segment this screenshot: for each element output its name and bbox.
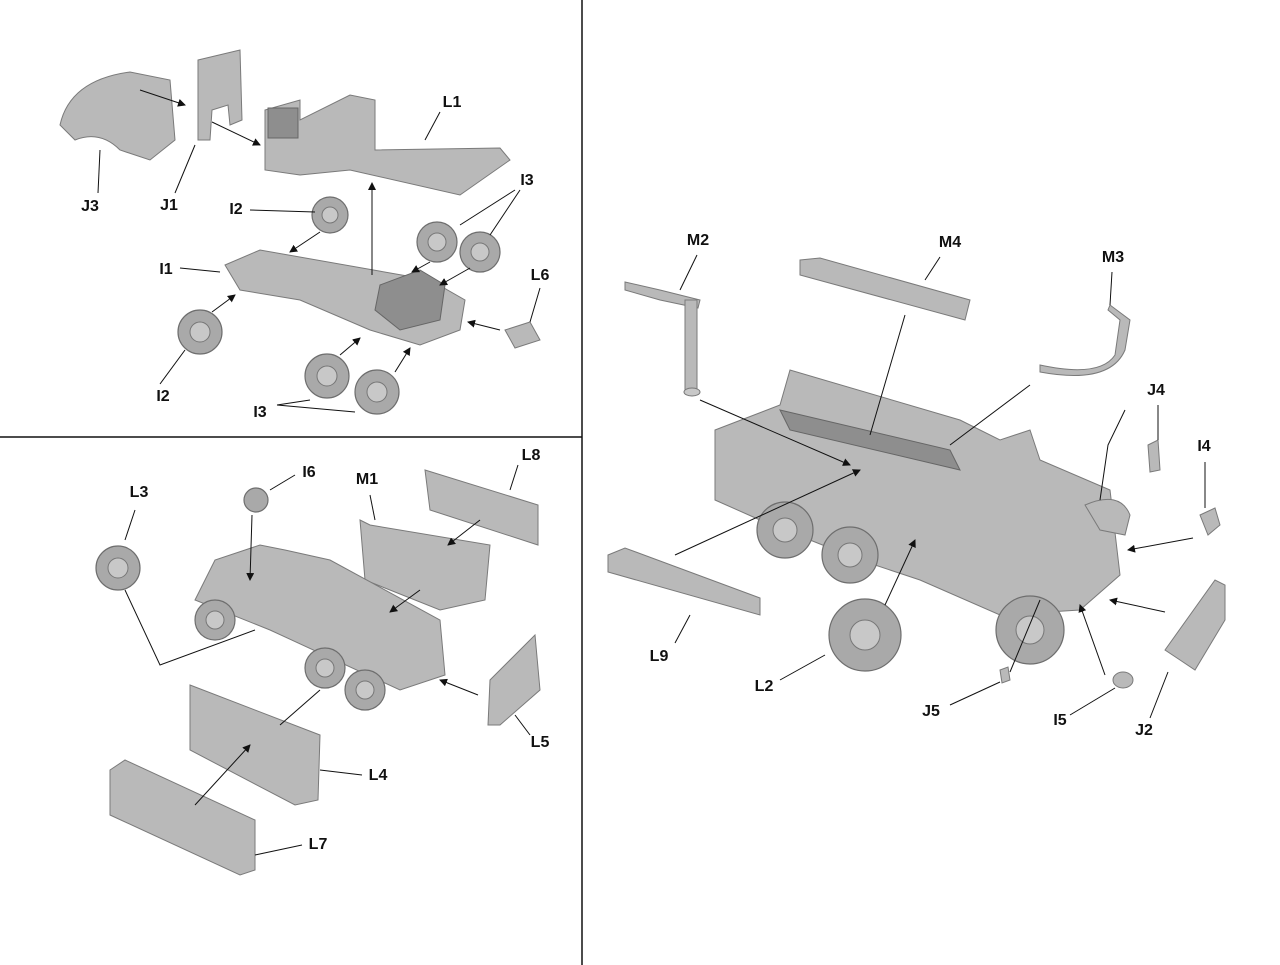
part-label-i3-lower: I3 <box>253 404 267 421</box>
part-label-i5: I5 <box>1053 712 1067 729</box>
part-label-j4: J4 <box>1147 382 1165 399</box>
step1-leaders <box>97 89 541 413</box>
step1-parts <box>59 49 541 415</box>
part-label-m4: M4 <box>938 234 962 251</box>
part-label-l1: L1 <box>442 94 462 111</box>
part-label-j2: J2 <box>1135 722 1153 739</box>
part-label-l3: L3 <box>129 484 149 501</box>
part-label-i3: I3 <box>520 172 534 189</box>
part-label-i1: I1 <box>159 261 173 278</box>
part-label-l7: L7 <box>308 836 328 853</box>
step2-leaders <box>124 464 531 856</box>
part-label-i2: I2 <box>229 201 243 218</box>
part-label-l8: L8 <box>521 447 541 464</box>
part-label-j3: J3 <box>81 198 99 215</box>
final-assembly-leaders <box>674 254 1206 719</box>
part-label-l2: L2 <box>754 678 774 695</box>
part-label-i2-lower: I2 <box>156 388 170 405</box>
part-label-i6: I6 <box>302 464 316 481</box>
part-label-l6: L6 <box>530 267 550 284</box>
part-label-m2: M2 <box>686 232 710 249</box>
part-label-l4: L4 <box>368 767 388 784</box>
part-label-l9: L9 <box>649 648 669 665</box>
part-label-j5: J5 <box>922 703 940 720</box>
step2-parts <box>95 469 541 876</box>
part-label-l5: L5 <box>530 734 550 751</box>
final-assembly-parts <box>607 257 1226 689</box>
part-label-i4: I4 <box>1197 438 1211 455</box>
part-label-m1: M1 <box>355 471 379 488</box>
part-label-m3: M3 <box>1101 249 1125 266</box>
part-label-j1: J1 <box>160 197 178 214</box>
